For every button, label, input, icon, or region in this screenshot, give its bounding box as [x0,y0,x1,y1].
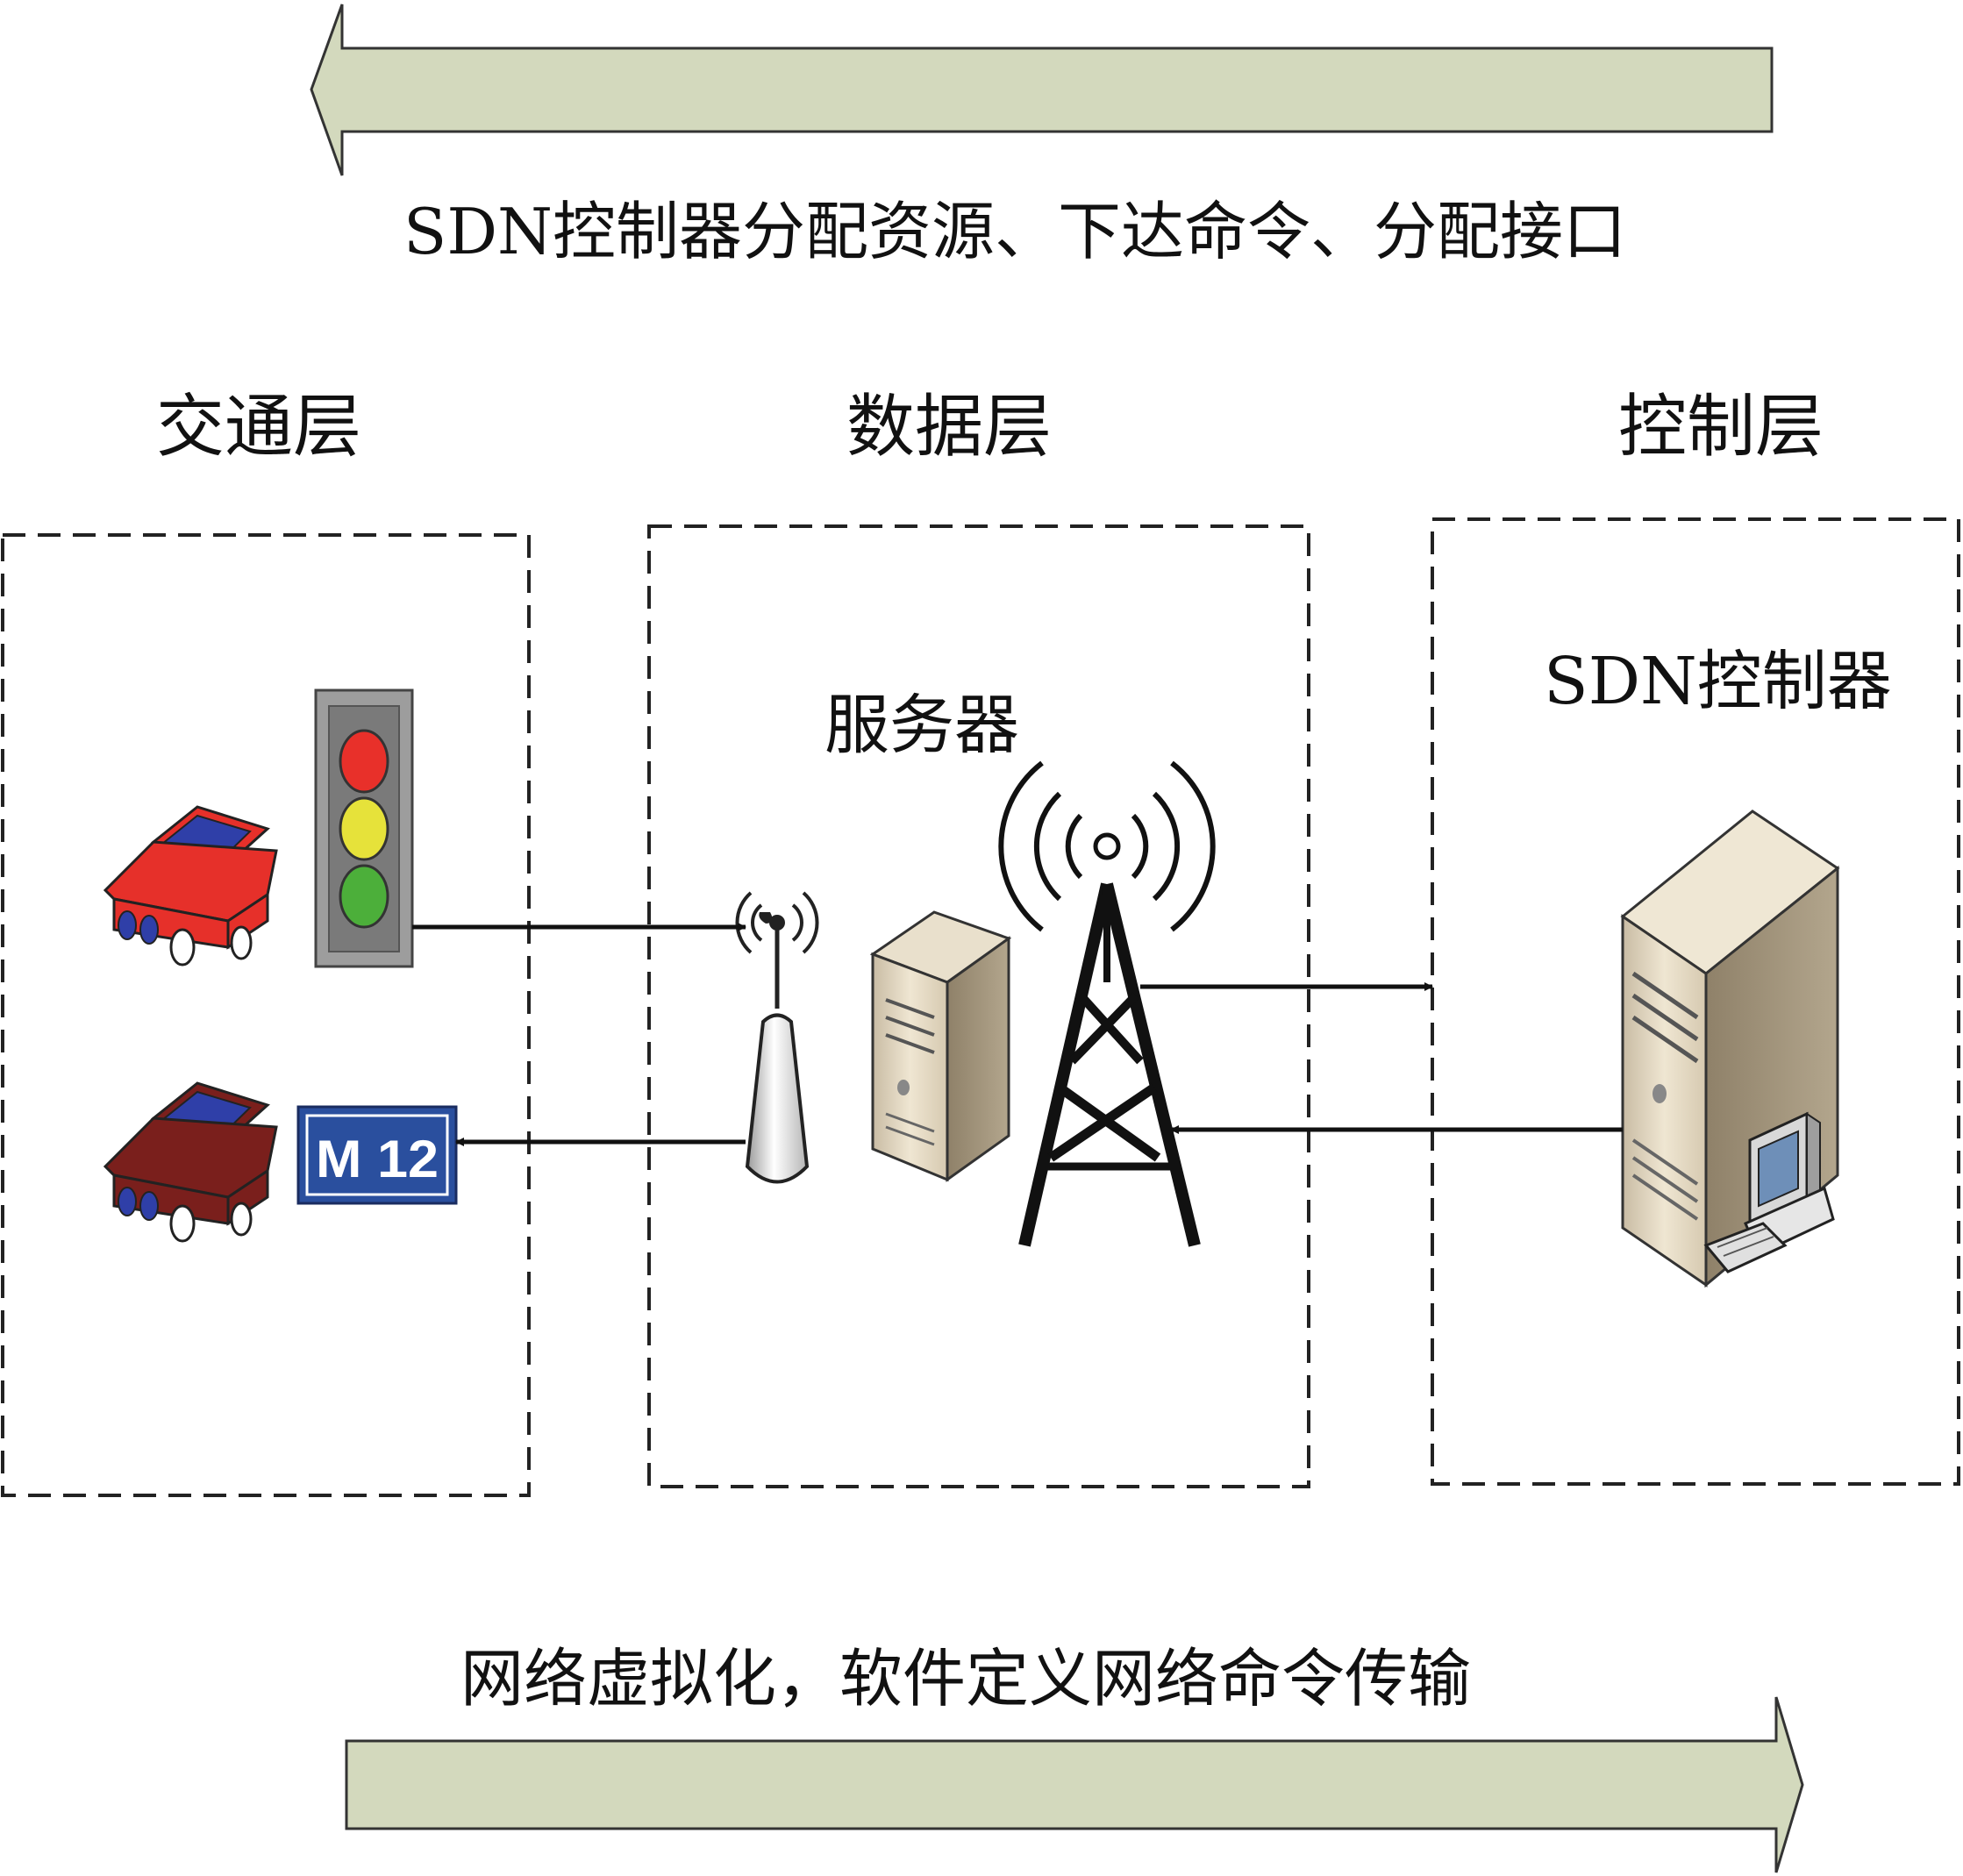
tower-icon [998,760,1216,1247]
server-icon [869,910,1012,1182]
data-layer-box [647,524,1310,1488]
maroon-car-icon [103,1081,278,1243]
traffic-light-icon [314,688,414,968]
bottom-banner-text: 网络虚拟化，软件定义网络命令传输 [460,1642,1472,1716]
antenna-icon [735,891,819,1184]
road-sign-icon: M 12 [296,1105,458,1205]
traffic-layer-box [1,533,531,1497]
sdn-controller-label: SDN控制器 [1544,644,1892,719]
bottom-banner-arrow [345,1696,1804,1873]
control-layer-title: 控制层 [1618,388,1824,467]
top-banner-text: SDN控制器分配资源、下达命令、分配接口 [403,195,1627,268]
red-car-icon [103,805,278,967]
top-banner-arrow [310,4,1774,176]
traffic-layer-title: 交通层 [156,388,362,467]
control-layer-box [1431,517,1960,1486]
server-label: 服务器 [824,688,1019,763]
data-layer-title: 数据层 [846,388,1053,467]
road-sign-label: M 12 [316,1130,439,1188]
flow-arrows [412,923,1623,1146]
sdn-controller-icon [1620,810,1840,1288]
